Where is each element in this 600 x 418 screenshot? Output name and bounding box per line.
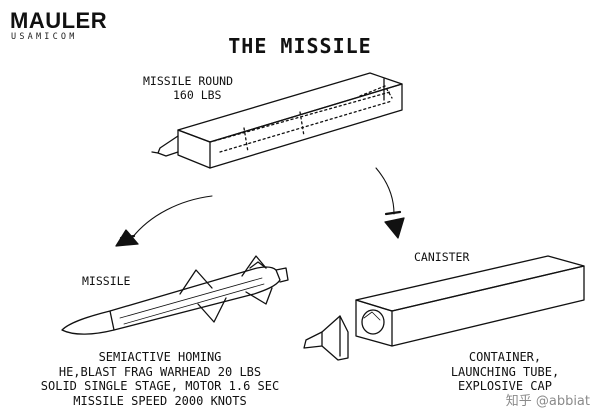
diagram-title: THE MISSILE — [228, 34, 372, 58]
arrow-to-missile — [115, 195, 213, 247]
usamicom-logo-subtitle: USAMICOM — [11, 32, 78, 42]
canister-spec-container: CONTAINER, — [468, 350, 542, 364]
missile-specs: SEMIACTIVE HOMING HE,BLAST FRAG WARHEAD … — [40, 350, 280, 408]
spec-warhead: HE,BLAST FRAG WARHEAD 20 LBS — [58, 364, 262, 379]
missile-round-weight: 160 LBS — [173, 88, 222, 102]
mauler-logo: MAULER — [10, 8, 108, 33]
spec-speed: MISSILE SPEED 2000 KNOTS — [73, 393, 247, 408]
watermark: 知乎 @abbiat — [505, 394, 590, 409]
spec-motor: SOLID SINGLE STAGE, MOTOR 1.6 SEC — [40, 379, 280, 393]
arrow-to-canister — [375, 167, 405, 239]
canister-illustration — [355, 255, 585, 347]
canister-spec-explosive-cap: EXPLOSIVE CAP — [458, 379, 552, 393]
missile-round-name: MISSILE ROUND — [143, 74, 234, 88]
missile-round-illustration — [151, 72, 403, 169]
explosive-cap-illustration — [303, 315, 349, 361]
canister-label: CANISTER — [414, 250, 470, 264]
missile-round-label: MISSILE ROUND 160 LBS — [143, 74, 233, 102]
spec-guidance: SEMIACTIVE HOMING — [98, 350, 222, 364]
canister-spec-launching-tube: LAUNCHING TUBE, — [450, 364, 560, 379]
missile-illustration — [61, 255, 289, 335]
canister-specs: CONTAINER, LAUNCHING TUBE, EXPLOSIVE CAP — [420, 350, 590, 394]
missile-label: MISSILE — [82, 274, 131, 288]
